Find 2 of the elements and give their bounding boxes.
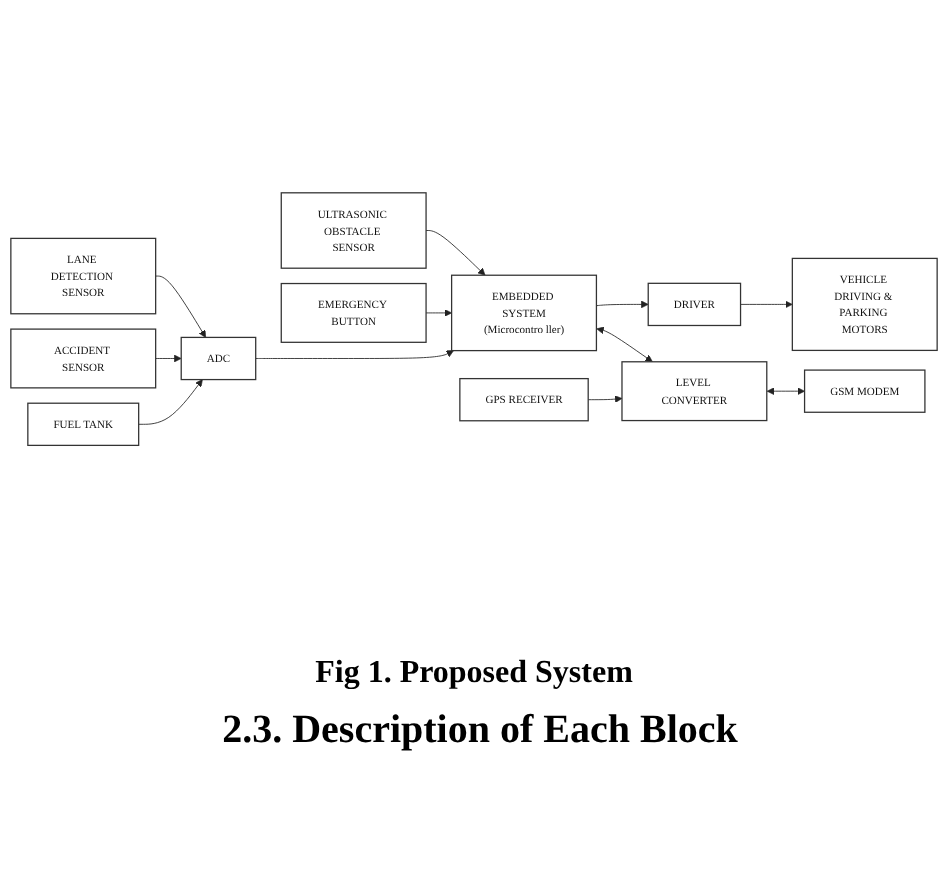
figure-caption: Fig 1. Proposed System <box>315 656 633 692</box>
section-heading: 2.3. Description of Each Block <box>222 708 738 754</box>
